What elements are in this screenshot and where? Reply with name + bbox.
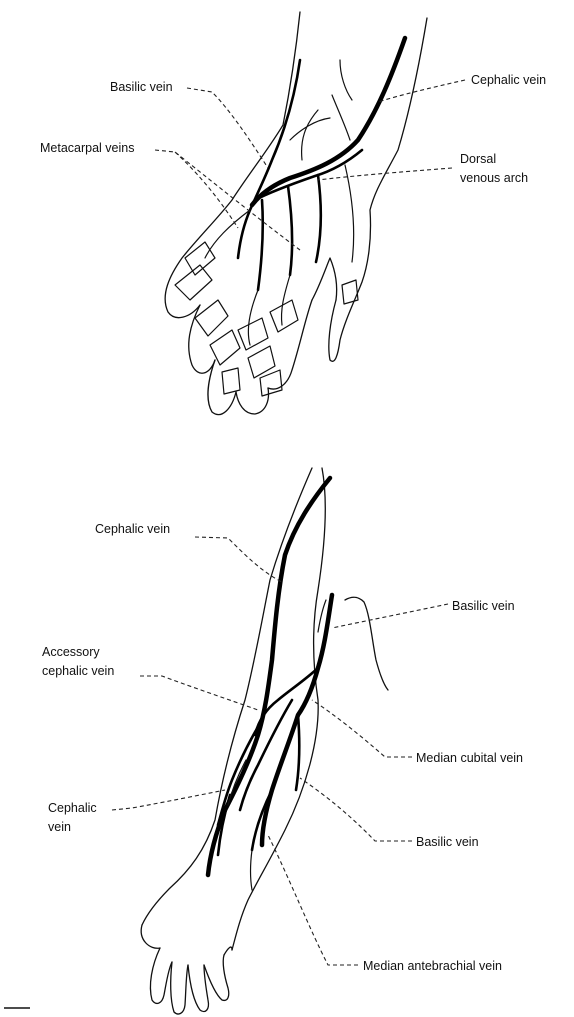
forearm-outline — [141, 468, 388, 1014]
leader-hand-basilic — [187, 88, 268, 168]
leader-hand-metacarpal — [155, 150, 300, 250]
label-dorsal-line2: venous arch — [460, 171, 528, 185]
label-cephalic-lower-line1: Cephalic — [48, 801, 97, 815]
label-median-antebrachial-vein: Median antebrachial vein — [363, 959, 502, 973]
label-hand-cephalic-vein: Cephalic vein — [471, 73, 546, 87]
label-basilic-vein-top: Basilic vein — [452, 599, 515, 613]
leader-cephalic-lower — [112, 790, 225, 810]
hand-veins — [205, 38, 405, 345]
dorsal-venous-arch-path — [255, 150, 362, 200]
leader-median-cubital — [312, 700, 412, 757]
label-cephalic-vein-top: Cephalic vein — [95, 522, 170, 536]
label-accessory-line1: Accessory — [42, 645, 100, 659]
label-basilic-vein-lower: Basilic vein — [416, 835, 479, 849]
leader-accessory-cephalic — [140, 676, 258, 710]
hand-dorsal-diagram: Basilic vein Cephalic vein Metacarpal ve… — [40, 12, 546, 415]
hand-outline — [165, 12, 427, 415]
forearm-veins — [208, 478, 332, 890]
leader-cephalic-top — [195, 537, 282, 582]
forearm-anterior-diagram: Cephalic vein Basilic vein Accessory cep… — [42, 468, 523, 1014]
label-median-cubital-vein: Median cubital vein — [416, 751, 523, 765]
leader-hand-metacarpal-2 — [175, 152, 238, 228]
leader-hand-cephalic — [378, 80, 465, 102]
label-cephalic-lower-line2: vein — [48, 820, 71, 834]
leader-median-antebrachial — [268, 835, 358, 965]
label-dorsal-line1: Dorsal — [460, 152, 496, 166]
label-hand-basilic-vein: Basilic vein — [110, 80, 173, 94]
label-metacarpal-veins: Metacarpal veins — [40, 141, 135, 155]
leader-basilic-top — [332, 604, 448, 628]
label-accessory-line2: cephalic vein — [42, 664, 114, 678]
leader-basilic-lower — [300, 778, 412, 841]
